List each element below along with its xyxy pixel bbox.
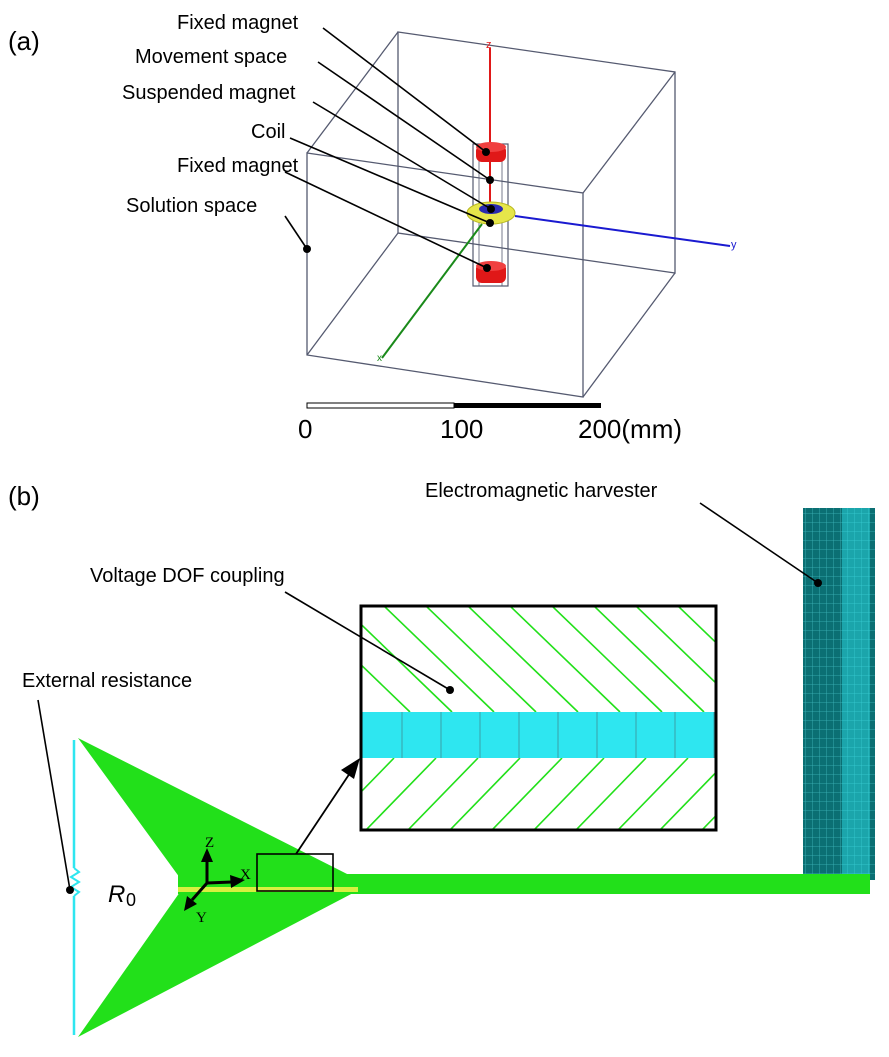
top-fixed-magnet	[476, 142, 506, 162]
label-voltage-dof-coupling: Voltage DOF coupling	[90, 565, 285, 587]
label-fixed-magnet-top: Fixed magnet	[177, 12, 299, 34]
hatch-line	[240, 758, 310, 830]
hatch-line	[365, 757, 437, 829]
hatch-line	[383, 607, 495, 713]
hatch-line	[425, 607, 537, 713]
hatch-line	[533, 757, 605, 829]
scale-bar	[306, 402, 601, 409]
electromagnetic-harvester	[803, 508, 875, 880]
hatch-line	[509, 607, 621, 713]
zoom-region-box	[256, 853, 334, 892]
leader-lines-b	[37, 502, 822, 894]
leader-lines-a	[284, 27, 495, 272]
hatch-line	[407, 757, 479, 829]
hatch-line	[362, 664, 411, 713]
y-axis-label: y	[731, 239, 737, 251]
label-fixed-magnet-bottom: Fixed magnet	[177, 155, 299, 177]
axis-label-y: Y	[196, 910, 207, 926]
hatch-line	[449, 757, 521, 829]
hatch-line	[467, 607, 579, 713]
resistor-subscript: 0	[126, 890, 136, 910]
hatch-line	[551, 607, 663, 713]
axis-label-x: X	[240, 867, 251, 883]
coordinate-axes	[184, 848, 245, 911]
label-coil: Coil	[251, 121, 285, 143]
hatch-line	[701, 815, 715, 829]
hatch-line	[575, 757, 647, 829]
voltage-dof-inset	[240, 604, 718, 832]
hatch-line	[677, 607, 715, 643]
label-movement-space: Movement space	[135, 46, 287, 68]
scale-tick-100: 100	[440, 414, 483, 444]
y-axis	[514, 215, 731, 247]
hatch-line	[617, 757, 689, 829]
hatch-line	[635, 607, 715, 684]
zoom-arrow	[295, 758, 360, 855]
z-axis-label: z	[486, 39, 492, 51]
external-resistor	[69, 740, 81, 1035]
hatch-line	[659, 772, 715, 829]
panel-b-tag: (b)	[8, 481, 40, 511]
cantilever-mesh	[78, 738, 870, 1037]
hatch-line	[491, 757, 563, 829]
label-electromagnetic-harvester: Electromagnetic harvester	[425, 480, 658, 502]
hatch-line	[362, 757, 395, 793]
x-axis-label: x	[377, 353, 382, 364]
axis-label-z: Z	[205, 835, 214, 851]
scale-tick-0: 0	[298, 414, 312, 444]
label-suspended-magnet: Suspended magnet	[122, 82, 296, 104]
label-external-resistance: External resistance	[22, 670, 192, 692]
x-axis	[381, 223, 483, 359]
resistor-symbol: R	[108, 881, 125, 908]
hatch-line	[593, 607, 705, 713]
panel-a-tag: (a)	[8, 26, 40, 56]
scale-tick-200: 200(mm)	[578, 414, 682, 444]
label-solution-space: Solution space	[126, 195, 257, 217]
hatch-line	[282, 758, 352, 830]
